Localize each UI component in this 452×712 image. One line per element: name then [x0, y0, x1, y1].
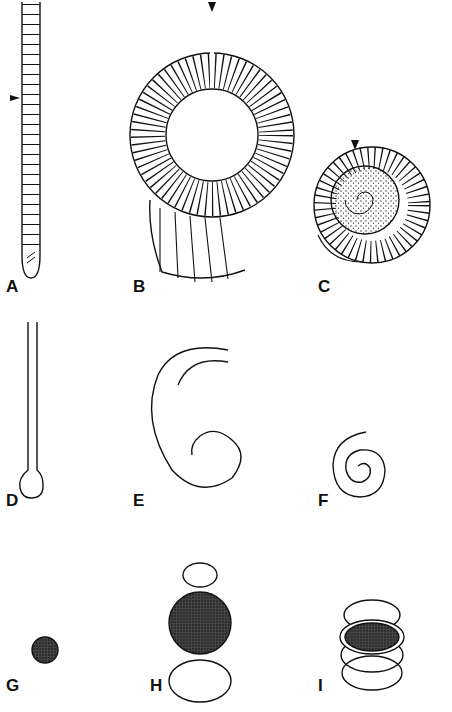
panel-letter: C	[318, 278, 330, 295]
panel-letter: D	[6, 492, 18, 509]
panel-letter: I	[318, 677, 323, 694]
panel-letter: G	[6, 677, 19, 694]
panel-letter: A	[6, 278, 18, 295]
panel-letter: H	[150, 677, 162, 694]
panel-letter: F	[318, 492, 328, 509]
panel-letter: B	[133, 278, 145, 295]
panel-letter: E	[133, 492, 144, 509]
